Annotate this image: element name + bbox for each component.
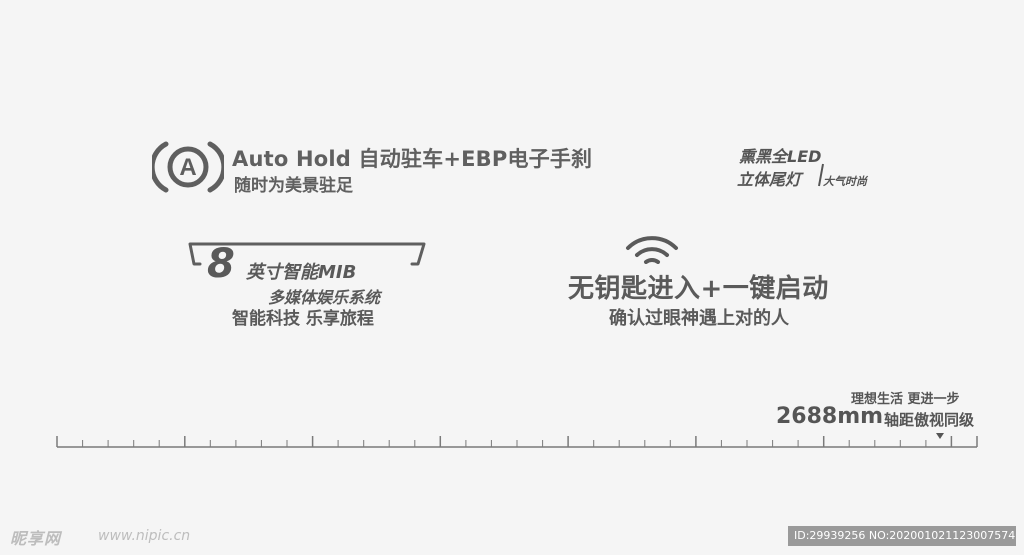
mib-screen-size: 8	[207, 241, 235, 287]
led-tagline: 大气时尚	[823, 175, 867, 188]
keyless-subtitle: 确认过眼神遇上对的人	[609, 308, 789, 329]
led-headline-line2: 立体尾灯	[737, 170, 802, 189]
ruler-ticks	[56, 436, 978, 447]
wheelbase-label: 轴距傲视同级	[884, 411, 975, 429]
auto-hold-icon-letter: A	[179, 154, 196, 181]
mib-bracket-frame	[188, 242, 426, 266]
keyless-title: 无钥匙进入+一键启动	[568, 274, 829, 304]
triangle-marker-icon	[936, 433, 944, 439]
auto-hold-title: Auto Hold 自动驻车+EBP电子手刹	[232, 147, 593, 171]
mib-subheadline: 多媒体娱乐系统	[268, 288, 381, 307]
watermark-logo: 昵享网	[10, 529, 62, 548]
led-headline-line1: 熏黑全LED	[739, 147, 822, 166]
watermark-url: www.nipic.cn	[98, 528, 191, 544]
auto-hold-icon: A	[152, 141, 224, 193]
slash-divider-icon	[818, 163, 824, 187]
wheelbase-ruler	[56, 436, 978, 448]
wheelbase-value: 2688mm	[776, 404, 884, 429]
wheelbase-subtitle: 理想生活 更进一步	[851, 392, 960, 407]
mib-tagline: 智能科技 乐享旅程	[232, 309, 374, 329]
wireless-signal-icon	[626, 236, 678, 264]
watermark-id-bar: ID:29939256 NO:20200102112300757407	[788, 526, 1016, 546]
auto-hold-subtitle: 随时为美景驻足	[234, 176, 353, 196]
mib-headline: 英寸智能MIB	[246, 262, 357, 283]
